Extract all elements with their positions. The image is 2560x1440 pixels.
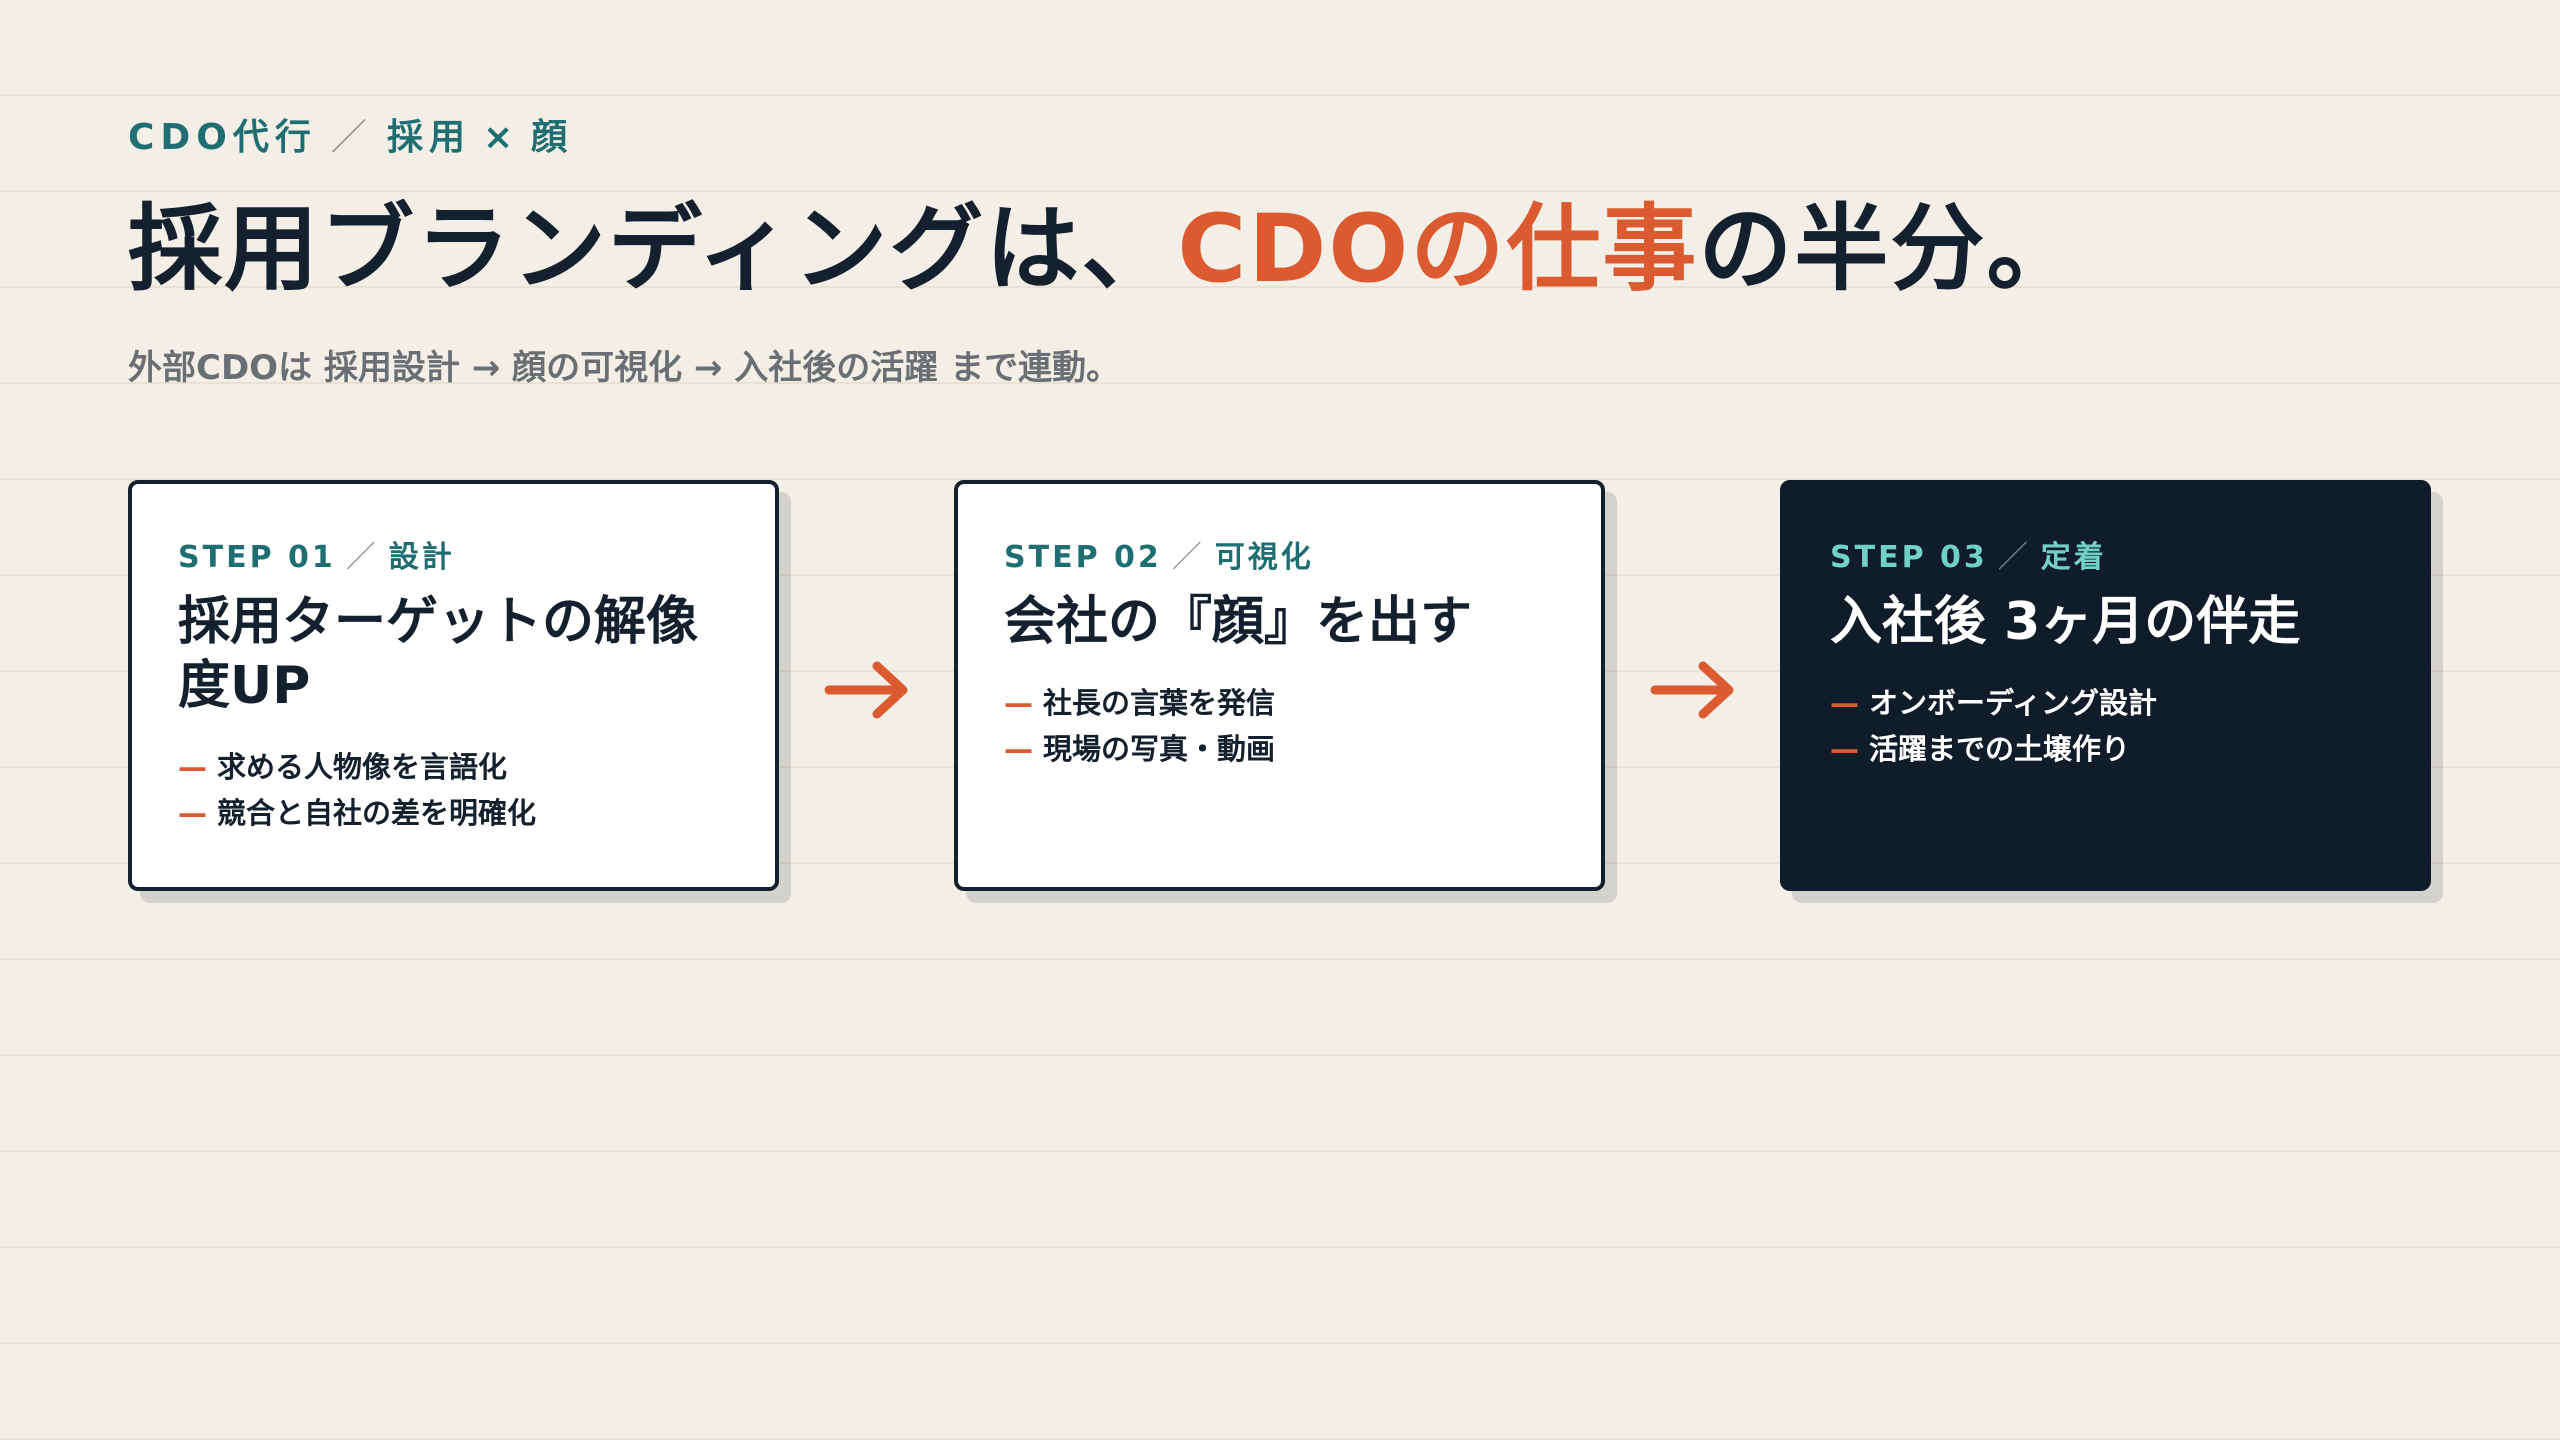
step-point: — 活躍までの土壌作り	[1830, 726, 2381, 772]
dash-bullet-icon: —	[178, 796, 207, 830]
step-number: STEP 03	[1830, 540, 1988, 575]
step-label: STEP 01 ／ 設計	[178, 532, 729, 576]
dash-bullet-icon: —	[178, 750, 207, 784]
step-title: 会社の『顔』を出す	[1004, 592, 1473, 652]
eyebrow-times: ×	[482, 117, 520, 158]
step-card-02: STEP 02 ／ 可視化 会社の『顔』を出す — 社長の言葉を発信 — 現場の写真・動…	[954, 480, 1605, 891]
step-point: — 求める人物像を言語化	[178, 744, 729, 790]
step-card-03: STEP 03 ／ 定着 入社後 3ヶ月の伴走 — オンボーディング設計 — 活躍までの…	[1780, 480, 2431, 891]
step-label: STEP 02 ／ 可視化	[1004, 532, 1555, 576]
step-point: — 競合と自社の差を明確化	[178, 790, 729, 836]
dash-bullet-icon: —	[1830, 732, 1859, 766]
headline-accent: CDOの仕事	[1177, 195, 1699, 304]
step-point-text: 競合と自社の差を明確化	[217, 796, 537, 830]
step-number: STEP 02	[1004, 540, 1162, 575]
step-category: 可視化	[1214, 540, 1314, 575]
step-point: — 現場の写真・動画	[1004, 726, 1555, 772]
headline-part1: 採用ブランディングは、	[128, 195, 1178, 304]
eyebrow-separator: ／	[330, 117, 373, 158]
slide: CDO代行 ／ 採用 × 顔 採用ブランディングは、CDOの仕事の半分。 外部CDOは …	[128, 0, 2432, 1440]
step-separator: ／	[345, 540, 379, 575]
arrow-right-icon	[1650, 661, 1734, 719]
step-point-text: 現場の写真・動画	[1043, 732, 1276, 766]
step-point-text: 活躍までの土壌作り	[1869, 732, 2131, 766]
headline-part2: の半分。	[1698, 195, 2083, 304]
step-separator: ／	[1171, 540, 1205, 575]
headline: 採用ブランディングは、CDOの仕事の半分。	[128, 190, 2082, 310]
step-separator: ／	[1997, 540, 2031, 575]
dash-bullet-icon: —	[1830, 686, 1859, 720]
step-point: — 社長の言葉を発信	[1004, 680, 1555, 726]
eyebrow: CDO代行 ／ 採用 × 顔	[128, 108, 573, 160]
arrow-right-icon	[824, 661, 908, 719]
step-points: — 求める人物像を言語化 — 競合と自社の差を明確化	[178, 744, 729, 836]
step-points: — 社長の言葉を発信 — 現場の写真・動画	[1004, 680, 1555, 772]
dash-bullet-icon: —	[1004, 732, 1033, 766]
step-card-01: STEP 01 ／ 設計 採用ターゲットの解像度UP — 求める人物像を言語化 — 競合…	[128, 480, 779, 891]
eyebrow-brand: CDO代行	[128, 117, 317, 158]
step-title: 採用ターゲットの解像度UP	[178, 592, 699, 716]
eyebrow-right: 顔	[531, 117, 574, 158]
step-point-text: 求める人物像を言語化	[217, 750, 508, 784]
dash-bullet-icon: —	[1004, 686, 1033, 720]
step-title: 入社後 3ヶ月の伴走	[1830, 592, 2301, 652]
step-point: — オンボーディング設計	[1830, 680, 2381, 726]
subtitle: 外部CDOは 採用設計 → 顔の可視化 → 入社後の活躍 まで連動。	[128, 348, 1121, 388]
step-point-text: 社長の言葉を発信	[1043, 686, 1276, 720]
step-category: 設計	[388, 540, 455, 575]
step-points: — オンボーディング設計 — 活躍までの土壌作り	[1830, 680, 2381, 772]
step-label: STEP 03 ／ 定着	[1830, 532, 2381, 576]
eyebrow-left: 採用	[386, 117, 471, 158]
step-category: 定着	[2040, 540, 2107, 575]
step-number: STEP 01	[178, 540, 336, 575]
step-point-text: オンボーディング設計	[1869, 686, 2157, 720]
